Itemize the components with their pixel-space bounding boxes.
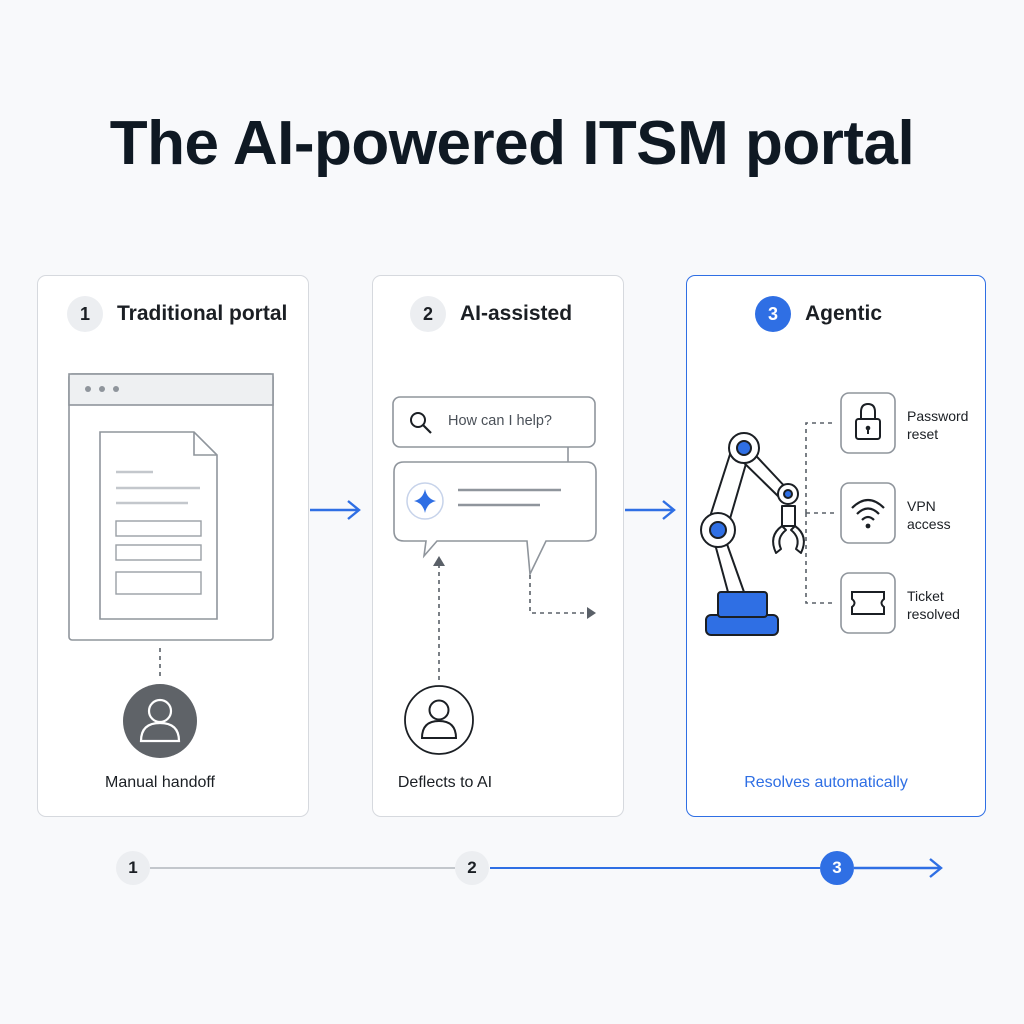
arrow-right-icon-2 <box>625 500 676 520</box>
lock-icon <box>840 392 896 454</box>
task-label-line: resolved <box>907 606 960 622</box>
timeline-step-2: 2 <box>455 851 489 885</box>
wifi-icon <box>840 482 896 544</box>
arrow-right-icon <box>310 500 361 520</box>
panel-1-header: 1 Traditional portal <box>67 296 287 332</box>
panel-1-title: Traditional portal <box>117 302 288 325</box>
panel-2-title: AI-assisted <box>460 302 573 325</box>
task-label-line: Ticket <box>907 588 944 604</box>
connector-lines <box>805 422 834 604</box>
step-badge-3: 3 <box>755 296 791 332</box>
task-label-line: VPN <box>907 498 936 514</box>
page-title: The AI-powered ITSM portal <box>109 109 915 178</box>
panel-1-caption: Manual handoff <box>104 774 215 791</box>
step-badge-1: 1 <box>67 296 103 332</box>
panel-3-header: 3 Agentic <box>755 296 882 332</box>
panel-3-title: Agentic <box>805 302 883 325</box>
search-bar <box>392 396 596 448</box>
task-label-password-reset: Password reset <box>907 407 968 443</box>
form-document-icon <box>99 431 218 620</box>
user-avatar-dark <box>123 684 197 758</box>
timeline-step-3: 3 <box>820 851 854 885</box>
panel-2-caption: Deflects to AI <box>397 774 493 791</box>
panel-2-header: 2 AI-assisted <box>410 296 572 332</box>
task-label-line: reset <box>907 426 939 442</box>
task-label-vpn-access: VPN access <box>907 497 951 533</box>
user-avatar-outline <box>404 685 474 755</box>
search-placeholder: How can I help? <box>448 413 552 429</box>
timeline-step-1: 1 <box>116 851 150 885</box>
panel-agentic <box>686 275 986 817</box>
ticket-icon <box>840 572 896 634</box>
robot-arm-icon <box>700 432 805 636</box>
task-label-ticket-resolved: Ticket resolved <box>907 587 960 623</box>
timeline <box>150 858 943 878</box>
task-label-line: Password <box>907 408 969 424</box>
chat-bubble <box>393 461 597 577</box>
task-label-line: access <box>907 516 951 532</box>
panel-3-caption: Resolves automatically <box>744 774 908 791</box>
step-badge-2: 2 <box>410 296 446 332</box>
